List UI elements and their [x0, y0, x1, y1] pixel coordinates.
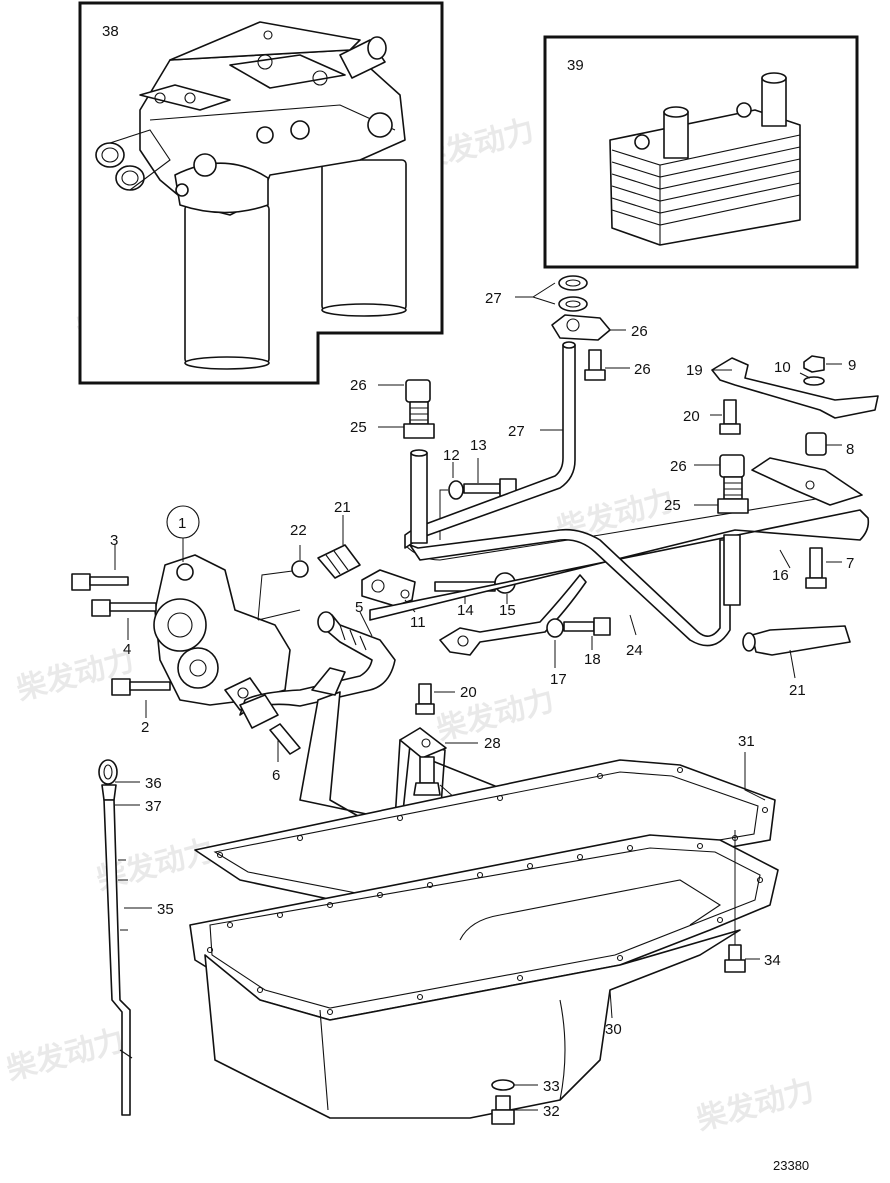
rim-holes	[206, 766, 769, 1016]
flange-11: 11	[361, 569, 426, 631]
bolt-20-lower: 20	[415, 683, 477, 715]
bolt-37: 34	[724, 830, 781, 973]
nut-washer-9-10: 9 10	[774, 355, 856, 386]
adapter-fittings: 22 21	[290, 499, 361, 579]
callout-36: 33	[543, 1078, 560, 1095]
callout-16: 16	[772, 567, 789, 584]
callout-3: 3	[110, 532, 118, 549]
callout-34: 31	[738, 733, 755, 750]
callout-20-lower: 20	[460, 684, 477, 701]
callout-38: 35	[157, 901, 174, 918]
inset-42-oil-cooler: 39	[543, 35, 859, 269]
callout-42: 39	[567, 57, 584, 74]
bolt-28: 26	[584, 349, 651, 381]
callout-12: 12	[443, 447, 460, 464]
spacer-8: 8	[805, 432, 854, 458]
callout-1: 1	[178, 515, 186, 532]
callout-18: 18	[584, 651, 601, 668]
sealant-tube-21: 21	[742, 625, 851, 699]
drain-plug: 33 32	[491, 1078, 560, 1125]
watermark-text: 柴发动力	[693, 1073, 818, 1138]
pipe-riser-left	[410, 449, 428, 544]
suction-pipe: 5	[239, 599, 396, 729]
callout-37: 34	[764, 952, 781, 969]
bolt-7: 7	[805, 547, 854, 589]
callout-40: 37	[145, 798, 162, 815]
callout-28: 26	[634, 361, 651, 378]
callout-23: 22	[290, 522, 307, 539]
callout-13: 13	[470, 437, 487, 454]
callout-6: 6	[272, 767, 280, 784]
callout-30: 27	[485, 290, 502, 307]
callout-29: 26	[631, 323, 648, 340]
callout-26-left: 26	[350, 377, 367, 394]
callout-21: 21	[789, 682, 806, 699]
callout-27: 27	[508, 423, 525, 440]
callout-19: 19	[686, 362, 703, 379]
washers-30: 27	[485, 275, 588, 312]
callout-26-right: 26	[670, 458, 687, 475]
callout-14: 14	[457, 602, 474, 619]
callout-31: 28	[484, 735, 501, 752]
pipe-17: 17 18	[439, 574, 611, 688]
fitting-25-26-left: 26 25	[350, 377, 435, 439]
callout-11: 11	[410, 614, 426, 631]
callout-15: 15	[499, 602, 516, 619]
pipe-27: 27	[404, 341, 576, 549]
callout-39: 36	[145, 775, 162, 792]
callout-33: 30	[605, 1021, 622, 1038]
bolt-20-upper: 20	[683, 399, 741, 435]
callout-5: 5	[355, 599, 363, 616]
pump-bolts: 3 4 2 6	[71, 532, 301, 784]
oil-pump: 1	[153, 505, 291, 711]
callout-35: 32	[543, 1103, 560, 1120]
callout-10: 10	[774, 359, 791, 376]
callout-4: 4	[123, 641, 131, 658]
callout-25-left: 25	[350, 419, 367, 436]
bracket-19: 19	[686, 357, 879, 419]
callout-2: 2	[141, 719, 149, 736]
inset-41-filter-housing: 38	[78, 1, 444, 385]
figure-number: 23380	[773, 1158, 809, 1173]
watermark-text: 柴发动力	[3, 1023, 128, 1088]
callout-7: 7	[846, 555, 854, 572]
outlet-leader	[257, 569, 301, 621]
oil-sump: 31 30	[189, 733, 779, 1119]
clip-bracket	[751, 457, 863, 506]
fitting-25-26-right: 26 25	[664, 454, 749, 606]
callout-41: 38	[102, 23, 119, 40]
callout-22: 21	[334, 499, 351, 516]
watermark-text: 柴发动力	[13, 643, 138, 708]
callout-8: 8	[846, 441, 854, 458]
callout-17: 17	[550, 671, 567, 688]
plate-29: 26	[551, 314, 648, 341]
callout-24: 24	[626, 642, 643, 659]
callout-25-right: 25	[664, 497, 681, 514]
callout-9: 9	[848, 357, 856, 374]
callout-20-upper: 20	[683, 408, 700, 425]
dipstick: 36 37 35	[98, 759, 174, 1116]
